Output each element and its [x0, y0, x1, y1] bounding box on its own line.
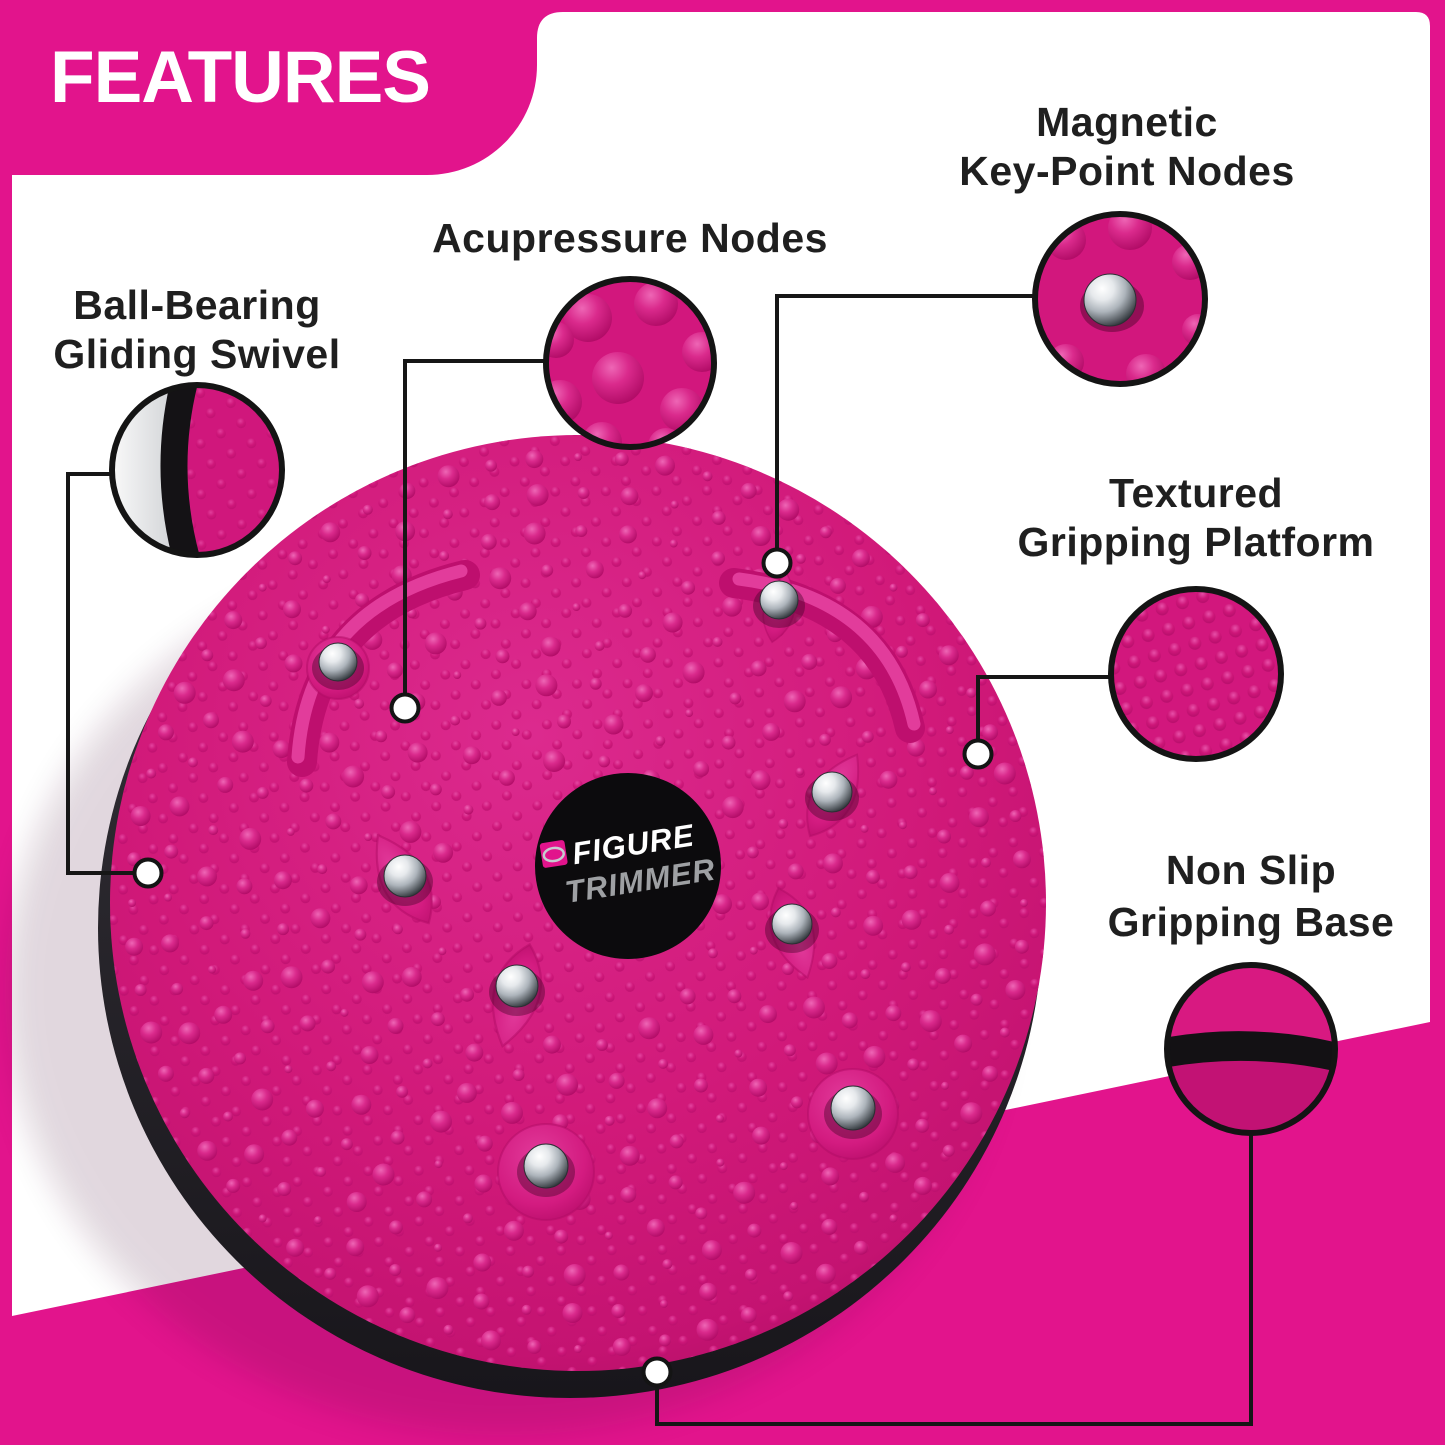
inset-magnetic	[1032, 211, 1208, 387]
feature-label-line: Magnetic	[1036, 99, 1218, 145]
inset-acupressure	[543, 276, 717, 450]
magnet-ball	[383, 854, 427, 898]
magnet-ball	[495, 964, 539, 1008]
logo-badge: FIGURE TRIMMER	[535, 773, 721, 959]
callout-dot-textured	[962, 738, 994, 770]
callout-line-magnetic	[775, 294, 1033, 563]
callout-dot-ball-bearing	[132, 857, 164, 889]
feature-label-textured: Textured Gripping Platform	[1018, 469, 1375, 567]
feature-label-acupressure: Acupressure Nodes	[432, 214, 828, 263]
feature-label-line: Ball-Bearing	[73, 282, 321, 328]
feature-label-ball-bearing: Ball-Bearing Gliding Swivel	[53, 281, 340, 379]
feature-label-non-slip: Non Slip Gripping Base	[1108, 844, 1395, 948]
callout-line-acupressure	[403, 359, 544, 708]
feature-label-line: Gliding Swivel	[53, 331, 341, 377]
feature-label-line: Gripping Base	[1107, 899, 1395, 945]
feature-label-magnetic: Magnetic Key-Point Nodes	[959, 98, 1295, 196]
feature-label-line: Non Slip	[1165, 847, 1337, 893]
callout-lines	[66, 294, 1253, 1426]
magnet-balls	[312, 580, 882, 1197]
callout-line-ball-bearing	[66, 472, 148, 875]
callout-line-textured	[976, 675, 1109, 754]
features-badge-label: FEATURES	[50, 37, 431, 118]
magnet-ball	[523, 1143, 569, 1189]
callout-dot-magnetic	[761, 547, 793, 579]
inset-non-slip	[1164, 962, 1338, 1136]
inset-textured	[1108, 586, 1284, 762]
twist-disc: FIGURE TRIMMER	[98, 435, 1046, 1398]
feature-label-line: Key-Point Nodes	[959, 148, 1295, 194]
callout-dots	[132, 547, 994, 1388]
magnet-ball	[830, 1085, 876, 1131]
features-badge: FEATURES	[50, 36, 431, 120]
magnet-ball	[771, 903, 813, 945]
feature-label-line: Acupressure Nodes	[432, 215, 828, 261]
magnet-ball	[759, 580, 799, 620]
inset-ball-bearing	[109, 382, 285, 558]
callout-line-non-slip	[655, 1135, 1253, 1426]
magnet-ball	[811, 771, 853, 813]
feature-label-line: Gripping Platform	[1017, 519, 1375, 565]
feature-label-line: Textured	[1108, 470, 1284, 516]
callout-dot-non-slip	[641, 1356, 673, 1388]
magnet-ball	[318, 642, 358, 682]
callout-dot-acupressure	[389, 692, 421, 724]
